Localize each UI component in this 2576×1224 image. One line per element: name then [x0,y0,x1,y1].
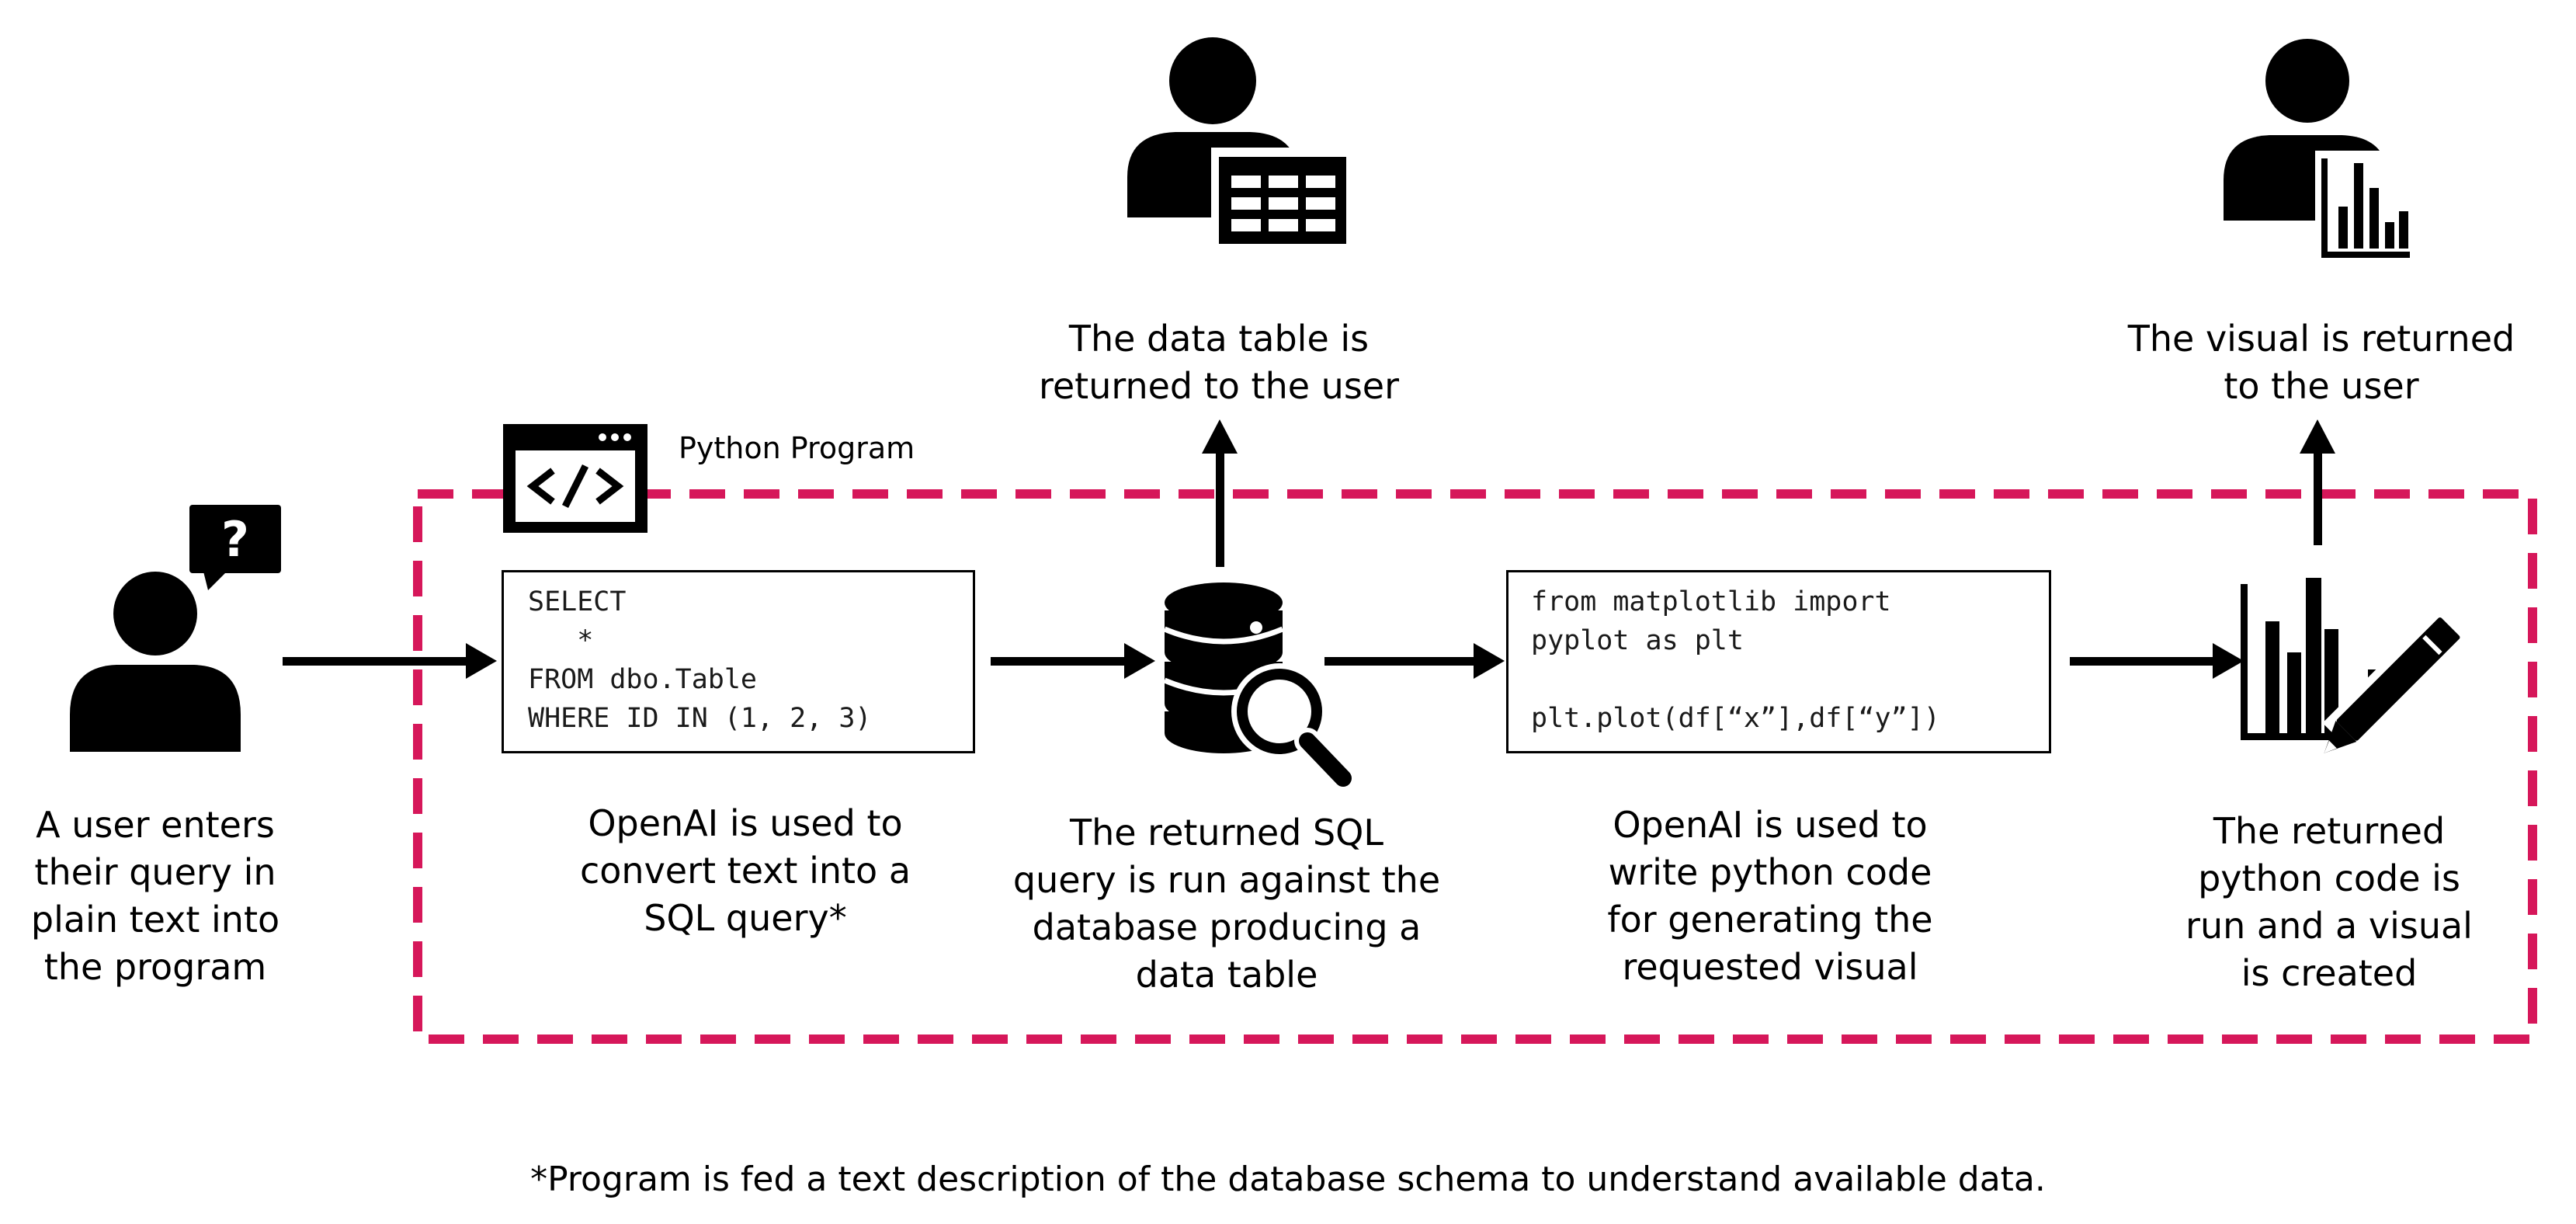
step-run-python-label: The returned python code is run and a vi… [2185,810,2473,994]
program-boundary [413,489,2537,1044]
chart-edit-icon [2241,578,2474,755]
user-chart-icon [2224,39,2411,264]
flow-arrows [283,419,2335,679]
user-question-icon: ? [70,505,281,752]
svg-text:?: ? [221,511,249,568]
python-code-box [1506,570,2051,753]
database-search-icon [1163,582,1359,795]
arrow-python-to-chart [2070,643,2244,679]
arrow-db-up-to-user [1202,419,1238,567]
step-text-to-sql-label: OpenAI is used to convert text into a SQ… [579,802,911,939]
question-bubble-icon: ? [189,505,281,590]
arrow-chart-up-to-user [2300,419,2335,545]
sql-code-box [502,570,975,753]
step-run-sql-label: The returned SQL query is run against th… [1012,812,1441,996]
code-window-icon [503,424,647,533]
python-code: from matplotlib import pyplot as plt plt… [1531,586,1940,734]
output-table-returned-label: The data table is returned to the user [1038,318,1400,407]
sql-code: SELECT * FROM dbo.Table WHERE ID IN (1, … [528,586,872,734]
user-table-icon [1127,37,1354,250]
arrow-sql-to-db [991,643,1155,679]
arrow-db-to-python [1324,643,1505,679]
schema-footnote: *Program is fed a text description of th… [530,1160,2046,1199]
output-visual-returned-label: The visual is returned to the user [2127,318,2515,407]
arrow-user-to-sql [283,643,497,679]
program-label: Python Program [679,431,915,465]
step-user-query-label: A user enters their query in plain text … [30,804,280,988]
step-write-python-label: OpenAI is used to write python code for … [1607,804,1933,988]
